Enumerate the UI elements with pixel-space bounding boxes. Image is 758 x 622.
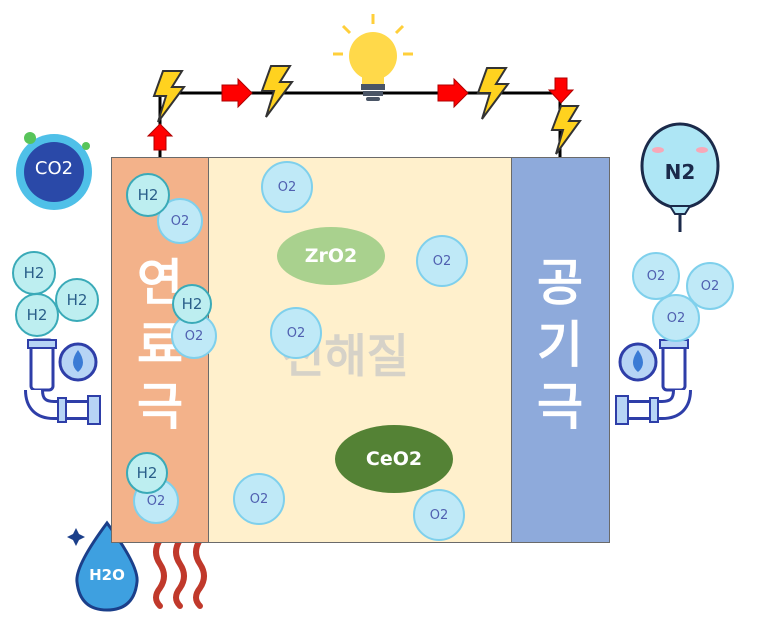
o2-bubble: O2	[652, 294, 700, 342]
h2o-label: H2O	[89, 566, 125, 584]
arrow-down	[547, 77, 575, 104]
h2-bubble: H2	[126, 173, 170, 217]
o2-bubble: O2	[416, 235, 468, 287]
pipe-icon	[615, 338, 692, 425]
o2-bubble: O2	[157, 198, 203, 244]
balloon-icon	[640, 122, 720, 232]
zro2-ellipse: ZrO2	[277, 227, 385, 285]
o2-bubble: O2	[686, 262, 734, 310]
heat-icon	[153, 537, 207, 609]
n2-label: N2	[664, 160, 696, 184]
light-bulb-icon	[333, 14, 413, 101]
h2-bubble: H2	[55, 278, 99, 322]
co2-badge-icon	[16, 132, 92, 210]
o2-bubble: O2	[261, 161, 313, 213]
h2-bubble: H2	[12, 251, 56, 295]
lightning-icon	[260, 65, 294, 118]
arrow-right	[221, 77, 253, 109]
arrow-up	[146, 123, 174, 151]
circuit-wire	[158, 91, 562, 157]
o2-bubble: O2	[233, 473, 285, 525]
lightning-icon	[476, 67, 510, 120]
cathode-region	[511, 157, 610, 543]
h2-bubble: H2	[15, 293, 59, 337]
ceo2-ellipse: CeO2	[335, 425, 453, 493]
water-drop-icon	[67, 520, 139, 612]
lightning-icon	[550, 105, 582, 155]
h2-bubble: H2	[172, 284, 212, 324]
lightning-icon	[152, 70, 186, 123]
o2-bubble: O2	[270, 307, 322, 359]
co2-label: CO2	[34, 158, 74, 179]
h2-bubble: H2	[126, 452, 168, 494]
arrow-right	[437, 77, 469, 109]
cathode-label: 공기극	[537, 254, 583, 436]
pipe-icon	[24, 338, 101, 425]
o2-bubble: O2	[413, 489, 465, 541]
o2-bubble: O2	[632, 252, 680, 300]
